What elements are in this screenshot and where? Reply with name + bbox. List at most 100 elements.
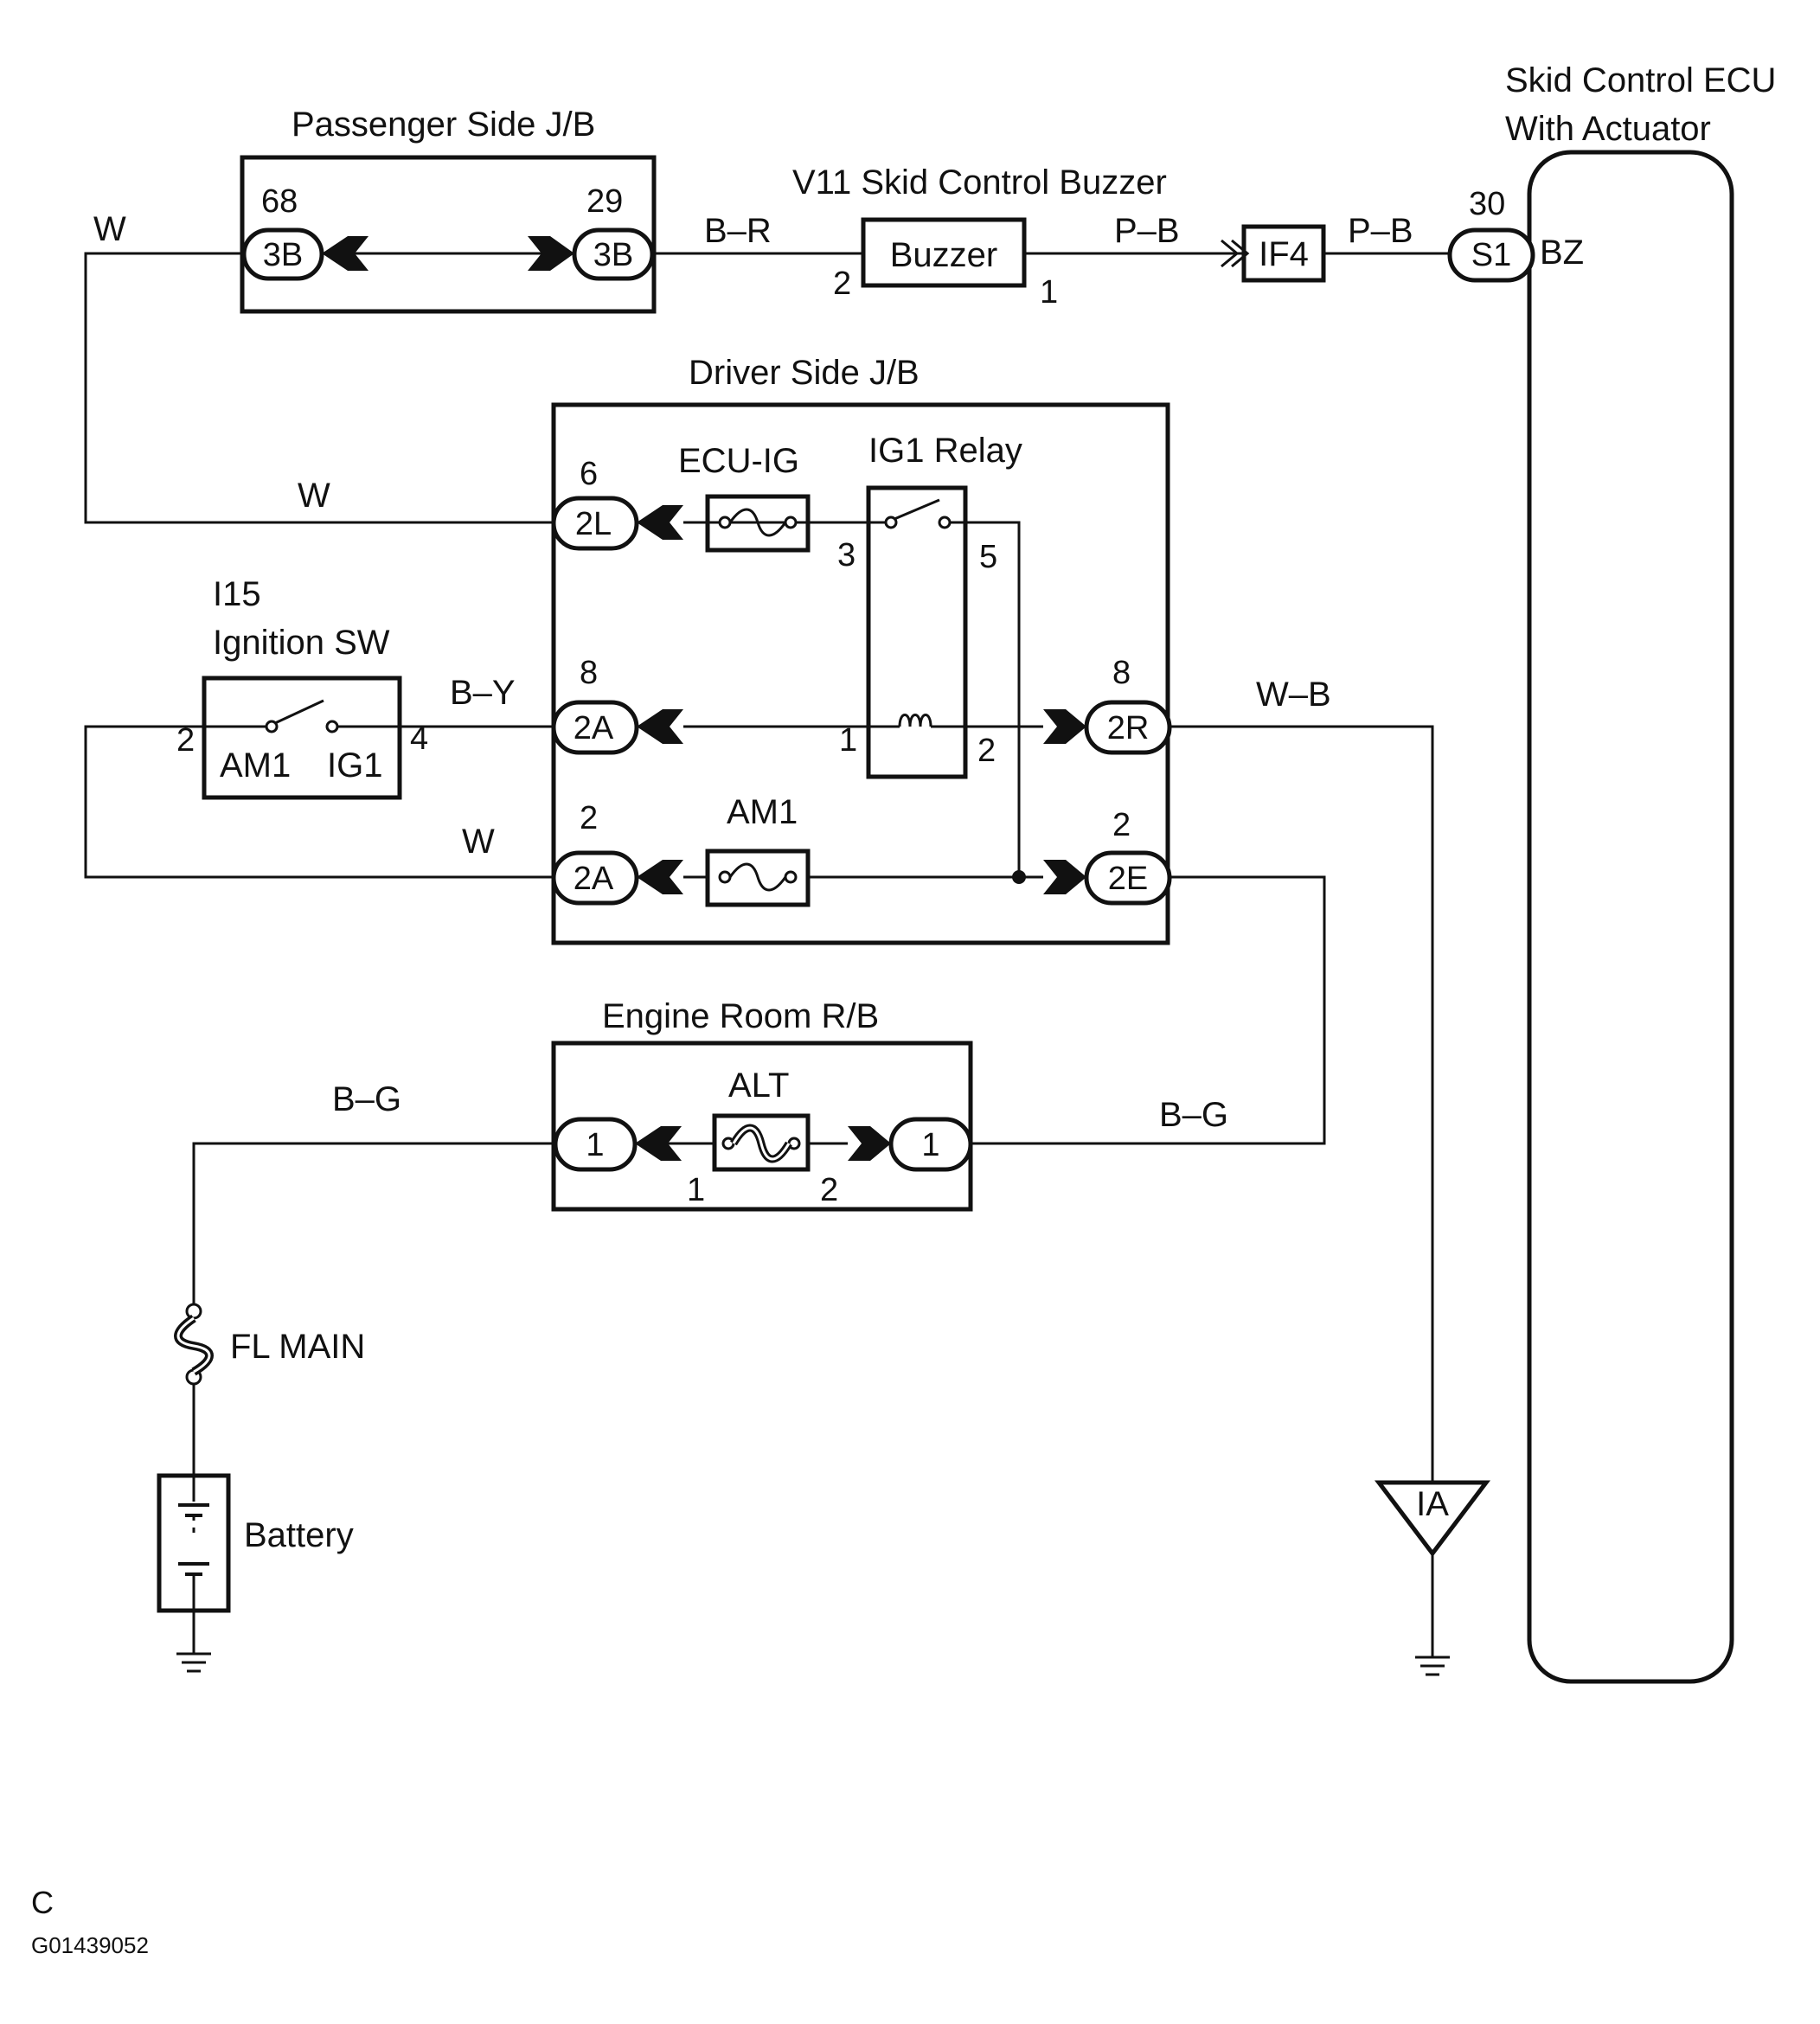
- wire-b-g-right: [971, 875, 1326, 1145]
- fl-main-fuse: FL MAIN: [174, 1303, 365, 1386]
- conn-2r: [1084, 700, 1172, 755]
- conn-2e-pin: 2: [1112, 807, 1131, 843]
- ecu-terminal: BZ: [1540, 234, 1584, 272]
- engine-rb-title: Engine Room R/B: [602, 997, 879, 1035]
- relay-pin-5: 5: [979, 539, 997, 575]
- fusible-link-inner-icon: [732, 1126, 791, 1161]
- wire-label-b-g-right: B–G: [1159, 1096, 1228, 1134]
- ecu-title-line1: Skid Control ECU: [1505, 61, 1776, 99]
- conn-2r-label: 2R: [1107, 710, 1150, 746]
- buzzer-label: Buzzer: [890, 236, 998, 274]
- fuse-terminal-icon: [784, 870, 798, 884]
- fl-main-label: FL MAIN: [230, 1328, 365, 1366]
- engine-rb-box: [551, 1041, 973, 1212]
- fuse-terminal-icon: [718, 516, 732, 529]
- engine-rb-pin-a: 1: [687, 1172, 705, 1208]
- conn-2r-pin: 8: [1112, 655, 1131, 691]
- relay-pin-2: 2: [977, 733, 996, 769]
- figure-id: G01439052: [31, 1932, 149, 1958]
- relay-title: IG1 Relay: [868, 432, 1022, 470]
- buzzer-pin-in: 2: [833, 266, 851, 302]
- ground-icon: [176, 1652, 211, 1673]
- ecu-title-line2: With Actuator: [1505, 110, 1711, 148]
- passenger-left-pin: 68: [261, 183, 298, 220]
- ecu-conn-label: S1: [1471, 237, 1511, 273]
- buzzer-box: [861, 217, 1027, 288]
- ground-icon: [1415, 1656, 1450, 1676]
- wire-label-b-g-left: B–G: [332, 1080, 401, 1118]
- ignition-sw-code: I15: [213, 575, 261, 613]
- fuse-element-icon: [728, 508, 787, 537]
- ignition-sw-title: Ignition SW: [213, 624, 390, 662]
- conn-2e: [1084, 850, 1172, 906]
- if4-box: [1241, 224, 1326, 283]
- buzzer-title: V11 Skid Control Buzzer: [792, 163, 1167, 202]
- footer: C G01439052: [31, 1885, 149, 1958]
- conn-2l-label: 2L: [575, 506, 612, 542]
- ignition-ig1: IG1: [327, 746, 382, 785]
- fuse-alt: [712, 1113, 811, 1172]
- fuse-am1: [705, 849, 811, 907]
- wire-label-w-top: W: [93, 210, 126, 248]
- connector-arrow-left-icon: [322, 236, 368, 271]
- ignition-pin-right: 4: [410, 721, 428, 757]
- ecu-body: [1527, 150, 1734, 1684]
- ground-point-ia: IA: [1374, 1480, 1491, 1676]
- conn-2e-label: 2E: [1108, 861, 1148, 897]
- connector-arrow-left-icon: [637, 860, 683, 894]
- engine-rb-pin-b: 2: [820, 1172, 838, 1208]
- wire-label-b-y: B–Y: [450, 674, 516, 712]
- battery: Battery: [157, 1473, 354, 1673]
- wire-label-p-b-2: P–B: [1348, 212, 1413, 250]
- skid-control-buzzer: V11 Skid Control Buzzer Buzzer 2 1: [792, 163, 1167, 311]
- conn-2l-pin: 6: [580, 456, 598, 492]
- connector-arrow-right-icon: [848, 1126, 891, 1161]
- ignition-am1: AM1: [220, 746, 291, 785]
- relay-switch-icon: [894, 498, 940, 521]
- ig1-relay-box: [866, 485, 968, 779]
- engine-rb-left-conn-label: 1: [586, 1127, 604, 1163]
- passenger-jb-title: Passenger Side J/B: [292, 106, 595, 144]
- ecu-pin: 30: [1469, 186, 1505, 222]
- ground-ia-label: IA: [1416, 1485, 1449, 1523]
- wire-w-b: [1170, 725, 1434, 1483]
- conn-2a-top: [551, 700, 639, 755]
- switch-lever-icon: [274, 699, 324, 725]
- engine-rb-left-connector: [553, 1117, 638, 1172]
- wire-label-w-b: W–B: [1256, 676, 1331, 714]
- fuse-ecu-ig-label: ECU-IG: [678, 442, 799, 480]
- connector-arrow-left-icon: [637, 505, 683, 540]
- footer-code: C: [31, 1885, 54, 1920]
- passenger-jb-box: [240, 155, 657, 314]
- driver-jb-box: [551, 402, 1170, 945]
- fuse-alt-label: ALT: [728, 1066, 789, 1105]
- ground-point-triangle-icon: [1374, 1480, 1491, 1558]
- conn-2a-bottom: [551, 850, 639, 906]
- engine-room-rb: Engine Room R/B 1 ALT 1 1 2: [551, 997, 973, 1212]
- conn-2a-top-pin: 8: [580, 655, 598, 691]
- conn-2l: [551, 496, 639, 551]
- passenger-left-connector: [241, 227, 324, 281]
- wire-label-p-b-1: P–B: [1114, 212, 1180, 250]
- buzzer-pin-out: 1: [1040, 274, 1058, 311]
- wire-label-b-r-main: B–R: [704, 212, 772, 250]
- conn-2a-bottom-pin: 2: [580, 800, 598, 836]
- connector-arrow-right-icon: [1043, 709, 1086, 744]
- ignition-pin-left: 2: [176, 722, 195, 759]
- relay-pin-3: 3: [837, 537, 856, 573]
- wire-w-top: [84, 252, 554, 524]
- conn-2a-bottom-label: 2A: [574, 861, 614, 897]
- switch-contact-icon: [325, 720, 339, 733]
- passenger-right-pin: 29: [586, 183, 623, 220]
- driver-jb-title: Driver Side J/B: [689, 354, 920, 392]
- connector-arrow-right-icon: [528, 236, 574, 271]
- fuse-terminal-icon: [784, 516, 798, 529]
- fuse-am1-label: AM1: [727, 793, 798, 831]
- wire-w-low: [84, 725, 554, 879]
- relay-coil-icon: [898, 714, 932, 727]
- junction-dot-icon: [1012, 870, 1026, 884]
- relay-contact-icon: [938, 516, 952, 529]
- wire-relay-pin5: [966, 521, 1021, 877]
- if4-label: IF4: [1259, 235, 1309, 273]
